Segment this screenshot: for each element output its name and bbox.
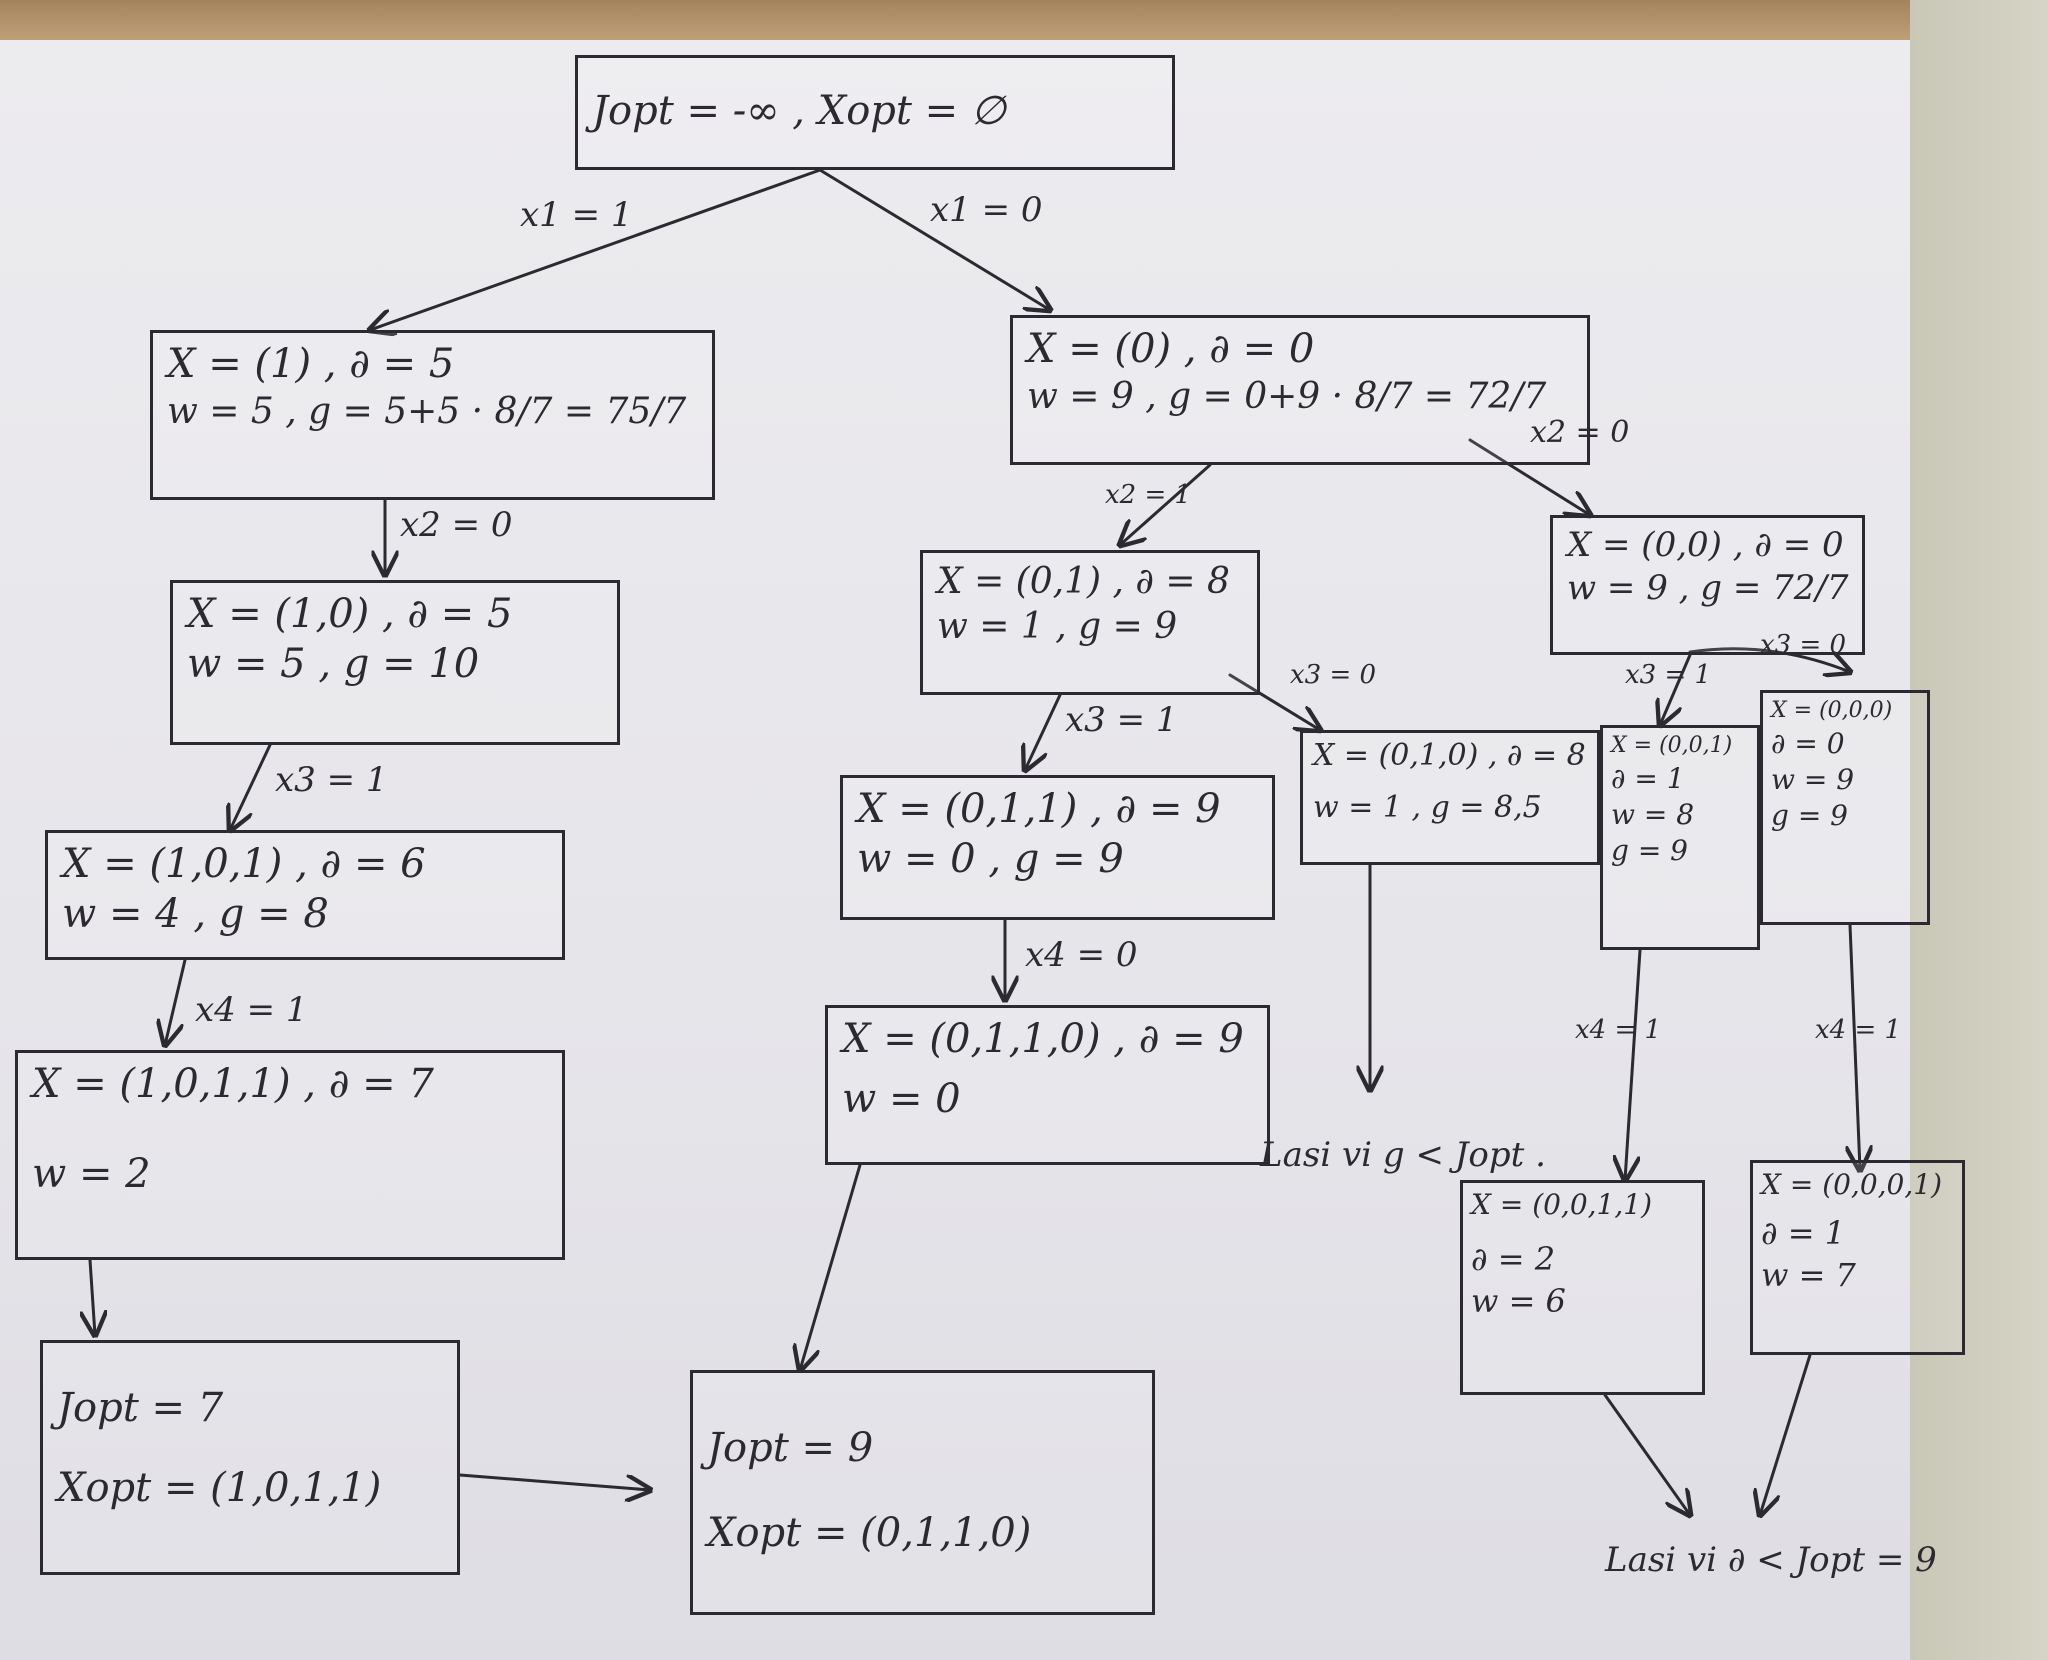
node-o-line2: ∂ = 0 xyxy=(1771,726,1845,760)
node-j: Jopt = 9 Xopt = (0,1,1,0) xyxy=(690,1370,1155,1615)
edge-b-m xyxy=(1468,438,1590,515)
node-o-line3: w = 9 xyxy=(1771,762,1855,796)
edge-f-j xyxy=(458,1473,650,1490)
node-root-line1: Jopt = -∞ , Xopt = ∅ xyxy=(592,88,1006,134)
node-i: X = (0,1,1,0) , ∂ = 9 w = 0 xyxy=(825,1005,1270,1165)
node-d-line2: w = 4 , g = 8 xyxy=(62,891,329,937)
edge-d-e xyxy=(165,958,187,1045)
edge-m-n xyxy=(1660,653,1692,725)
node-a-line2: w = 5 , g = 5+5 · 8/7 = 75/7 xyxy=(167,391,687,432)
node-p-line2: ∂ = 2 xyxy=(1471,1240,1556,1279)
node-g: X = (0,1) , ∂ = 8 w = 1 , g = 9 xyxy=(920,550,1260,695)
edge-label-h-i: x4 = 0 xyxy=(1025,935,1138,975)
node-c-line2: w = 5 , g = 10 xyxy=(187,641,480,687)
node-o-line4: g = 9 xyxy=(1771,799,1848,833)
node-k-line2: w = 1 , g = 8,5 xyxy=(1313,789,1542,825)
node-i-line1: X = (0,1,1,0) , ∂ = 9 xyxy=(842,1016,1244,1062)
node-e-line1: X = (1,0,1,1) , ∂ = 7 xyxy=(32,1061,434,1107)
node-o-line1: X = (0,0,0) xyxy=(1771,698,1893,723)
node-n-line2: ∂ = 1 xyxy=(1611,761,1685,795)
edge-label-m-o: x3 = 0 xyxy=(1760,630,1847,660)
edge-c-d xyxy=(230,743,272,830)
node-k-line1: X = (0,1,0) , ∂ = 8 xyxy=(1313,738,1586,773)
node-i-line2: w = 0 xyxy=(842,1076,961,1122)
edge-label-b-g: x2 = 1 xyxy=(1105,480,1192,510)
node-q-line2: ∂ = 1 xyxy=(1761,1214,1846,1253)
edge-label-a-c: x2 = 0 xyxy=(400,505,513,545)
edge-g-h xyxy=(1025,693,1062,770)
node-p: X = (0,0,1,1) ∂ = 2 w = 6 xyxy=(1460,1180,1705,1395)
edge-label-o-q: x4 = 1 xyxy=(1815,1015,1902,1045)
edge-q-prune xyxy=(1760,1353,1812,1515)
node-e: X = (1,0,1,1) , ∂ = 7 w = 2 xyxy=(15,1050,565,1260)
edge-label-n-p: x4 = 1 xyxy=(1575,1015,1662,1045)
edge-p-prune xyxy=(1603,1393,1690,1515)
node-n-line4: g = 9 xyxy=(1611,834,1688,868)
edge-b-g xyxy=(1120,463,1212,545)
edge-o-q xyxy=(1850,923,1860,1170)
node-q-line1: X = (0,0,0,1) xyxy=(1761,1168,1943,1201)
node-p-line1: X = (0,0,1,1) xyxy=(1471,1188,1653,1221)
node-j-line2: Xopt = (0,1,1,0) xyxy=(707,1510,1032,1556)
edge-label-g-h: x3 = 1 xyxy=(1065,700,1178,740)
node-g-line1: X = (0,1) , ∂ = 8 xyxy=(937,561,1230,602)
edge-m-o xyxy=(1688,647,1850,672)
node-m: X = (0,0) , ∂ = 0 w = 9 , g = 72/7 xyxy=(1550,515,1865,655)
edge-label-root-a: x1 = 1 xyxy=(520,195,633,235)
node-k: X = (0,1,0) , ∂ = 8 w = 1 , g = 8,5 xyxy=(1300,730,1600,865)
node-c-line1: X = (1,0) , ∂ = 5 xyxy=(187,591,513,637)
node-b: X = (0) , ∂ = 0 w = 9 , g = 0+9 · 8/7 = … xyxy=(1010,315,1590,465)
edge-root-a xyxy=(370,168,822,330)
prune-note-pq: Lasi vi ∂ < Jopt = 9 xyxy=(1605,1540,1937,1580)
node-m-line1: X = (0,0) , ∂ = 0 xyxy=(1567,525,1844,565)
node-a-line1: X = (1) , ∂ = 5 xyxy=(167,341,455,387)
node-h: X = (0,1,1) , ∂ = 9 w = 0 , g = 9 xyxy=(840,775,1275,920)
node-q: X = (0,0,0,1) ∂ = 1 w = 7 xyxy=(1750,1160,1965,1355)
node-b-line1: X = (0) , ∂ = 0 xyxy=(1027,326,1315,372)
node-root: Jopt = -∞ , Xopt = ∅ xyxy=(575,55,1175,170)
node-h-line2: w = 0 , g = 9 xyxy=(857,836,1124,882)
edge-label-b-m: x2 = 0 xyxy=(1530,415,1630,450)
node-p-line3: w = 6 xyxy=(1471,1281,1566,1320)
node-h-line1: X = (0,1,1) , ∂ = 9 xyxy=(857,786,1221,832)
node-m-line2: w = 9 , g = 72/7 xyxy=(1567,567,1849,608)
edge-label-root-b: x1 = 0 xyxy=(930,190,1043,230)
desk-background-right xyxy=(1910,0,2048,1660)
edge-label-d-e: x4 = 1 xyxy=(195,990,308,1030)
desk-background-top xyxy=(0,0,1910,44)
node-b-line2: w = 9 , g = 0+9 · 8/7 = 72/7 xyxy=(1027,376,1547,417)
paper-sheet xyxy=(0,40,1940,1660)
edge-label-g-k: x3 = 0 xyxy=(1290,660,1377,690)
node-a: X = (1) , ∂ = 5 w = 5 , g = 5+5 · 8/7 = … xyxy=(150,330,715,500)
node-g-line2: w = 1 , g = 9 xyxy=(937,606,1178,647)
edge-e-f xyxy=(90,1258,95,1335)
prune-note-k: Lasi vi g < Jopt . xyxy=(1260,1135,1546,1175)
node-o: X = (0,0,0) ∂ = 0 w = 9 g = 9 xyxy=(1760,690,1930,925)
node-d-line1: X = (1,0,1) , ∂ = 6 xyxy=(62,841,426,887)
node-q-line3: w = 7 xyxy=(1761,1255,1856,1294)
node-f: Jopt = 7 Xopt = (1,0,1,1) xyxy=(40,1340,460,1575)
node-n-line1: X = (0,0,1) xyxy=(1611,733,1733,758)
node-n-line3: w = 8 xyxy=(1611,797,1695,831)
node-e-line2: w = 2 xyxy=(32,1151,151,1197)
node-n: X = (0,0,1) ∂ = 1 w = 8 g = 9 xyxy=(1600,725,1760,950)
node-f-line1: Jopt = 7 xyxy=(57,1385,224,1431)
edge-label-c-d: x3 = 1 xyxy=(275,760,388,800)
node-j-line1: Jopt = 9 xyxy=(707,1425,874,1471)
edge-i-j xyxy=(800,1163,862,1370)
edge-n-p xyxy=(1625,948,1642,1180)
edge-g-k xyxy=(1228,673,1320,730)
node-f-line2: Xopt = (1,0,1,1) xyxy=(57,1465,382,1511)
node-d: X = (1,0,1) , ∂ = 6 w = 4 , g = 8 xyxy=(45,830,565,960)
edge-label-m-n: x3 = 1 xyxy=(1625,660,1712,690)
edge-root-b xyxy=(818,168,1050,310)
node-c: X = (1,0) , ∂ = 5 w = 5 , g = 10 xyxy=(170,580,620,745)
